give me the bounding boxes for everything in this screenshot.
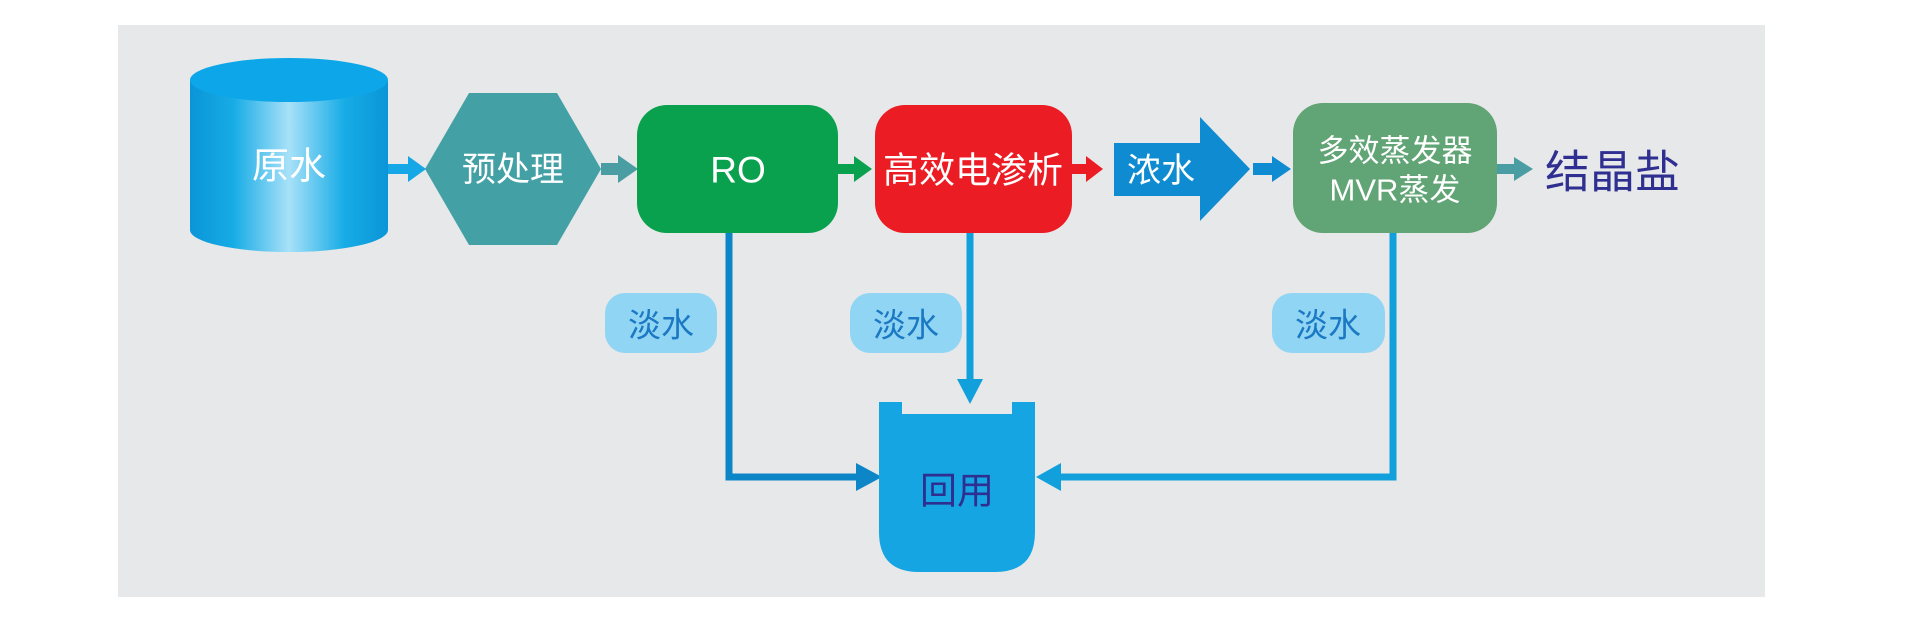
raw-water-label: 原水: [252, 146, 326, 187]
electrodialysis-label: 高效电渗析: [883, 150, 1063, 191]
arrow-rawwater-to-pretreatment: [388, 156, 426, 182]
pretreatment-label: 预处理: [462, 151, 564, 189]
connector-evaporator-arrowhead: [1036, 463, 1061, 491]
ro-box: [637, 105, 838, 233]
freshwater-pill-evaporator: 淡水: [1272, 293, 1385, 353]
node-reuse: 回用: [879, 402, 1035, 572]
electrodialysis-box: [875, 105, 1072, 233]
connector-electrodialysis-arrowhead: [957, 379, 983, 404]
connector-ro-to-reuse: [725, 233, 882, 491]
node-ro: RO: [637, 105, 838, 233]
node-concentrate: 浓水: [1114, 117, 1250, 221]
concentrate-arrow-shape: [1114, 117, 1250, 221]
node-pretreatment: 预处理: [425, 93, 601, 245]
arrow-ro-to-electrodialysis: [838, 156, 872, 182]
connector-evaporator-line: [1060, 233, 1397, 481]
freshwater-pill-1: [605, 293, 717, 353]
node-electrodialysis: 高效电渗析: [875, 105, 1072, 233]
arrow-concentrate-to-evaporator: [1253, 156, 1291, 182]
reuse-tank: [879, 402, 1035, 572]
freshwater-pill-electrodialysis: 淡水: [850, 293, 962, 353]
connector-ro-line: [725, 233, 858, 481]
freshwater-label-2: 淡水: [873, 307, 939, 344]
connector-electrodialysis-to-reuse: [957, 233, 983, 404]
connector-evaporator-to-reuse: [1036, 233, 1397, 491]
evaporator-label-line1: 多效蒸发器: [1318, 134, 1473, 169]
freshwater-pill-ro: 淡水: [605, 293, 717, 353]
reuse-label: 回用: [920, 471, 994, 512]
freshwater-pill-2: [850, 293, 962, 353]
arrow-pretreatment-to-ro: [601, 155, 638, 183]
freshwater-label-3: 淡水: [1295, 307, 1361, 344]
freshwater-pill-3: [1272, 293, 1385, 353]
ro-label: RO: [710, 150, 766, 191]
arrow-evaporator-to-salt: [1497, 157, 1533, 181]
freshwater-label-1: 淡水: [628, 307, 694, 344]
crystal-salt-label: 结晶盐: [1545, 147, 1680, 198]
pretreatment-hexagon: [425, 93, 601, 245]
raw-water-cylinder-body: [190, 80, 388, 252]
node-evaporator: 多效蒸发器 MVR蒸发: [1293, 103, 1497, 233]
concentrate-label: 浓水: [1127, 152, 1195, 190]
evaporator-box: [1293, 103, 1497, 233]
evaporator-label-line2: MVR蒸发: [1330, 173, 1461, 208]
connector-ro-arrowhead: [856, 463, 882, 491]
node-raw-water: 原水: [190, 58, 388, 252]
raw-water-cylinder-top: [190, 58, 388, 102]
arrow-electrodialysis-to-concentrate: [1072, 156, 1103, 182]
